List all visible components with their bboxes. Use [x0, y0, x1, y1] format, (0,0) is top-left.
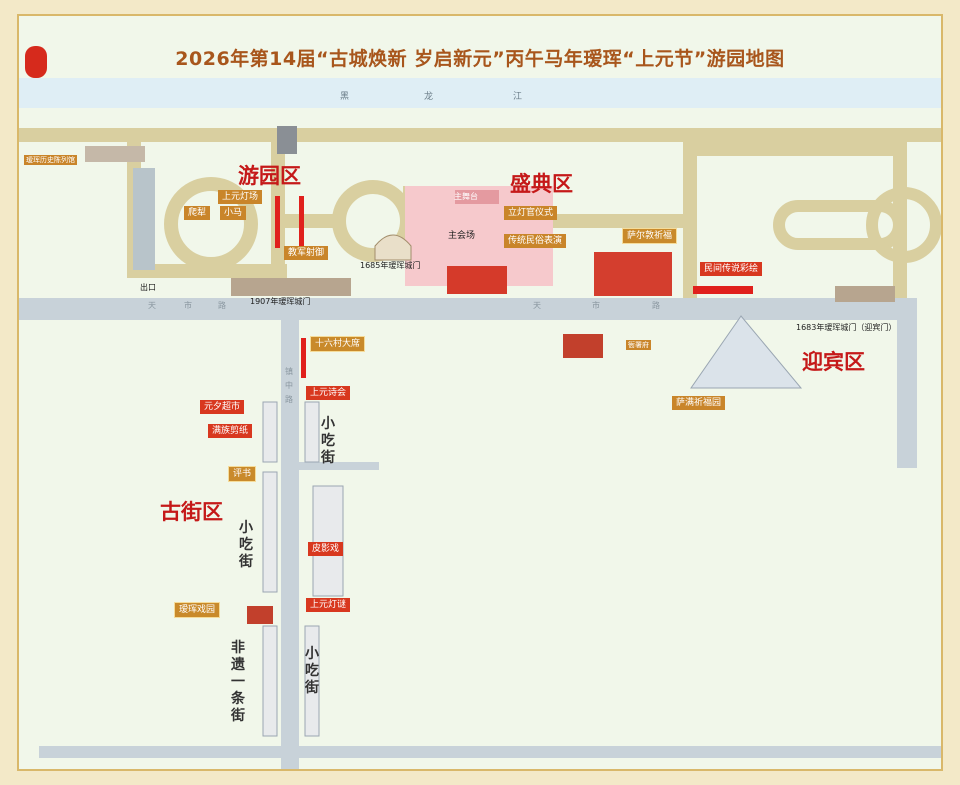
legend-lanterns	[693, 286, 753, 294]
road-link-1	[285, 214, 345, 228]
road-east-1	[553, 214, 683, 228]
gate-1907-label: 1907年瑷珲城门	[250, 297, 311, 306]
paifang-gate	[447, 266, 507, 294]
bottom-road	[39, 746, 941, 758]
heritage-street-char: 遗	[231, 657, 245, 673]
label-manchu-papercut[interactable]: 满族剪纸	[208, 424, 253, 438]
gate-1683-label: 1683年瑷珲城门（迎宾门）	[796, 323, 897, 332]
snack-street-1-char: 街	[321, 450, 335, 466]
snack-street-1-char: 小	[321, 416, 335, 432]
street-stalls	[262, 401, 344, 737]
map-title: 2026年第14届“古城焕新 岁启新元”丙午马年瑷珲“上元节”游园地图	[175, 48, 785, 70]
zone-shengdian[interactable]: 盛典区	[510, 172, 573, 196]
main-venue-label[interactable]: 主会场	[448, 231, 476, 241]
exit-label: 出口	[140, 283, 156, 292]
gate-1685-arch	[374, 234, 412, 261]
label-little-horse[interactable]: 小马	[220, 206, 247, 220]
road-label: 路	[652, 301, 660, 310]
cross-street	[299, 462, 379, 470]
label-archery[interactable]: 教军射御	[284, 246, 329, 260]
snack-street-2-char: 吃	[239, 537, 253, 553]
snack-street-2[interactable]: 小 吃 街	[238, 520, 254, 571]
road-label: 中	[285, 381, 293, 390]
road-label: 市	[184, 301, 192, 310]
north-road	[19, 128, 941, 142]
label-pingshu[interactable]: 评书	[228, 466, 257, 482]
snack-street-3-char: 吃	[305, 663, 319, 679]
gate-1683-building	[835, 286, 895, 302]
snack-street-3-char: 街	[305, 680, 319, 696]
snack-street-1[interactable]: 小 吃 街	[320, 416, 336, 467]
hongbao-building	[563, 334, 603, 358]
road-label: 天	[533, 301, 541, 310]
main-stage-box	[455, 190, 499, 204]
label-aihui-theatre[interactable]: 瑷珲戏园	[174, 602, 221, 618]
map-panel	[17, 14, 943, 771]
gate-1907-building	[231, 278, 351, 296]
heritage-street-char: 一	[231, 674, 245, 690]
road-north-east	[683, 142, 907, 156]
heritage-street[interactable]: 非 遗 一 条 街	[230, 640, 246, 725]
snack-street-2-char: 小	[239, 520, 253, 536]
snack-street-3-char: 小	[305, 646, 319, 662]
river-char-3: 江	[513, 92, 523, 102]
snack-street-3[interactable]: 小 吃 街	[304, 646, 320, 697]
museum-left-building	[85, 146, 145, 162]
roundabout-west	[164, 177, 258, 271]
roundabout-east	[866, 187, 941, 263]
hongbao-label: 衙署府	[626, 340, 651, 350]
east-loop	[773, 200, 905, 250]
heritage-street-char: 非	[231, 640, 245, 656]
road-label: 镇	[285, 367, 293, 376]
label-shangyuan-lanterns[interactable]: 上元灯场	[218, 190, 263, 204]
temple-stage	[594, 252, 672, 296]
main-stage-label: 主舞台	[454, 192, 478, 201]
label-temple-blessing[interactable]: 萨尔敦祈福	[622, 228, 678, 244]
red-lantern-icon	[25, 46, 47, 78]
label-folk-show[interactable]: 传统民俗表演	[504, 234, 567, 248]
label-yuanxiao-market[interactable]: 元夕超市	[200, 400, 245, 414]
statue	[277, 126, 297, 154]
snack-street-1-char: 吃	[321, 433, 335, 449]
label-shangyuan-poetry[interactable]: 上元诗会	[306, 386, 351, 400]
road-label: 路	[285, 395, 293, 404]
tianshi-road	[19, 298, 915, 320]
zone-youyuan[interactable]: 游园区	[238, 164, 301, 188]
river-band	[19, 78, 941, 108]
snack-street-2-char: 街	[239, 554, 253, 570]
river-char-1: 黑	[340, 92, 350, 102]
south-road	[281, 320, 299, 769]
road-youyuan-south	[127, 264, 287, 278]
heritage-street-char: 条	[231, 691, 245, 707]
road-label: 路	[218, 301, 226, 310]
feast-lanterns	[301, 338, 306, 378]
label-lantern-pole[interactable]: 立灯官仪式	[504, 206, 558, 220]
map-canvas	[19, 78, 941, 769]
zone-yingbin[interactable]: 迎宾区	[802, 350, 865, 374]
label-folk-legend[interactable]: 民间传说彩绘	[700, 262, 763, 276]
lantern-rows	[275, 196, 304, 248]
heritage-street-char: 街	[231, 708, 245, 724]
label-lantern-riddles[interactable]: 上元灯谜	[306, 598, 351, 612]
zone-gujie[interactable]: 古街区	[160, 500, 223, 524]
label-shaman-garden[interactable]: 萨满祈福园	[672, 396, 726, 410]
label-shadow-play[interactable]: 皮影戏	[308, 542, 344, 556]
road-label: 天	[148, 301, 156, 310]
label-sixteen-village[interactable]: 十六村大席	[310, 336, 366, 352]
museum-building	[133, 168, 155, 270]
label-sledge[interactable]: 爬犁	[184, 206, 211, 220]
road-label: 市	[592, 301, 600, 310]
gate-1685-label: 1685年瑷珲城门	[360, 261, 421, 270]
shaman-tent	[690, 315, 803, 389]
museum-left-label: 瑷珲历史陈列馆	[24, 155, 77, 165]
road-east-vertical	[683, 142, 697, 302]
river-char-2: 龙	[424, 92, 434, 102]
theatre-building	[247, 606, 273, 624]
east-grey-road	[897, 298, 917, 468]
